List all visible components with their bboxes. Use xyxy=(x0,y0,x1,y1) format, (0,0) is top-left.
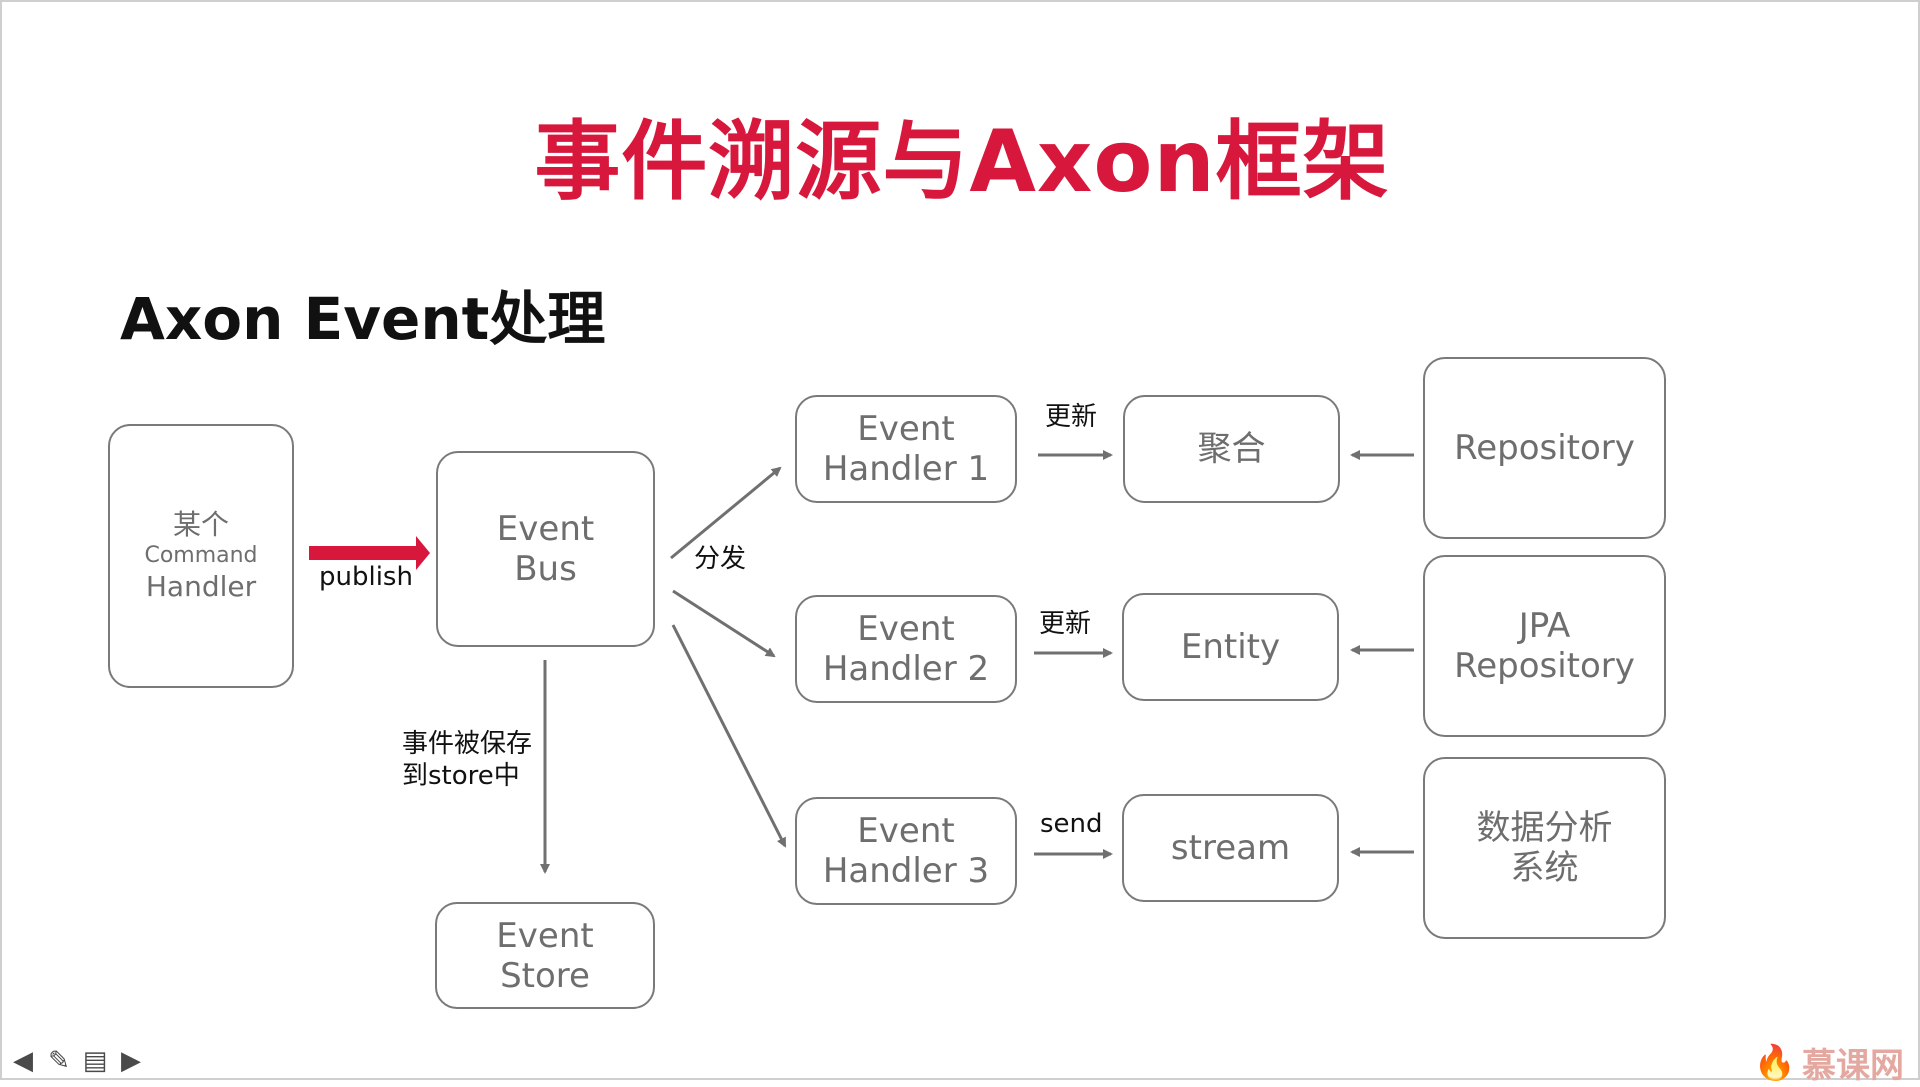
command-handler-line2: Command xyxy=(144,543,258,568)
arrow-bus-to-handler3 xyxy=(671,624,787,848)
jpa-repository-node: JPA Repository xyxy=(1423,555,1666,737)
stream-label: stream xyxy=(1170,828,1291,868)
publish-label: publish xyxy=(319,562,413,592)
analytics-line2: 系统 xyxy=(1510,848,1579,888)
event-handler-3-line2: Handler 3 xyxy=(822,851,990,891)
arrow-bus-to-handler2 xyxy=(672,589,776,658)
entity-node: Entity xyxy=(1122,593,1339,701)
update-label-1: 更新 xyxy=(1045,402,1098,432)
event-handler-2-line2: Handler 2 xyxy=(822,649,990,689)
arrow-left-icon[interactable]: ◀ xyxy=(13,1046,33,1076)
event-store-line1: Event xyxy=(496,915,594,956)
menu-icon[interactable]: ▤ xyxy=(82,1046,108,1076)
repository-label: Repository xyxy=(1454,428,1635,468)
arrow-bus-to-handler1 xyxy=(670,466,782,560)
repository-node: Repository xyxy=(1423,357,1666,539)
event-bus-node: Event Bus xyxy=(436,451,655,647)
event-store-line2: Store xyxy=(500,955,590,996)
slide-subtitle: Axon Event处理 xyxy=(120,285,606,353)
command-handler-node: 某个 Command Handler xyxy=(108,424,294,688)
event-store-node: Event Store xyxy=(435,902,655,1009)
send-label: send xyxy=(1040,809,1103,839)
pen-icon[interactable]: ✎ xyxy=(48,1046,70,1076)
jpa-repository-line1: JPA xyxy=(1518,606,1571,646)
event-handler-1-line2: Handler 1 xyxy=(822,449,990,489)
update-label-2: 更新 xyxy=(1039,609,1092,639)
slide-title: 事件溯源与Axon框架 xyxy=(534,112,1390,212)
command-handler-line3: Handler xyxy=(145,570,257,603)
analytics-system-node: 数据分析 系统 xyxy=(1423,757,1666,939)
jpa-repository-line2: Repository xyxy=(1454,646,1635,686)
event-handler-1-node: Event Handler 1 xyxy=(795,395,1017,503)
event-bus-line2: Bus xyxy=(514,549,577,589)
publish-arrow xyxy=(309,536,430,570)
dispatch-label: 分发 xyxy=(694,544,747,574)
brand-text: 慕课网 xyxy=(1802,1046,1904,1086)
event-handler-1-line1: Event xyxy=(857,409,955,449)
arrow-right-icon[interactable]: ▶ xyxy=(121,1046,141,1076)
analytics-line1: 数据分析 xyxy=(1476,808,1613,848)
stream-node: stream xyxy=(1122,794,1339,902)
flame-icon: 🔥 xyxy=(1753,1042,1796,1083)
presentation-toolbar: ◀ ✎ ▤ ▶ xyxy=(8,1046,146,1076)
store-label-line2: 到store中 xyxy=(402,761,520,791)
event-handler-3-node: Event Handler 3 xyxy=(795,797,1017,905)
entity-label: Entity xyxy=(1180,627,1281,667)
event-handler-2-line1: Event xyxy=(857,609,955,649)
aggregate-node: 聚合 xyxy=(1123,395,1340,503)
event-handler-3-line1: Event xyxy=(857,811,955,851)
event-bus-line1: Event xyxy=(496,509,595,549)
command-handler-line1: 某个 xyxy=(172,508,229,541)
event-handler-2-node: Event Handler 2 xyxy=(795,595,1017,703)
store-label-line1: 事件被保存 xyxy=(402,729,533,759)
brand-watermark: 🔥 慕课网 xyxy=(1754,1038,1904,1087)
aggregate-label: 聚合 xyxy=(1197,429,1266,469)
